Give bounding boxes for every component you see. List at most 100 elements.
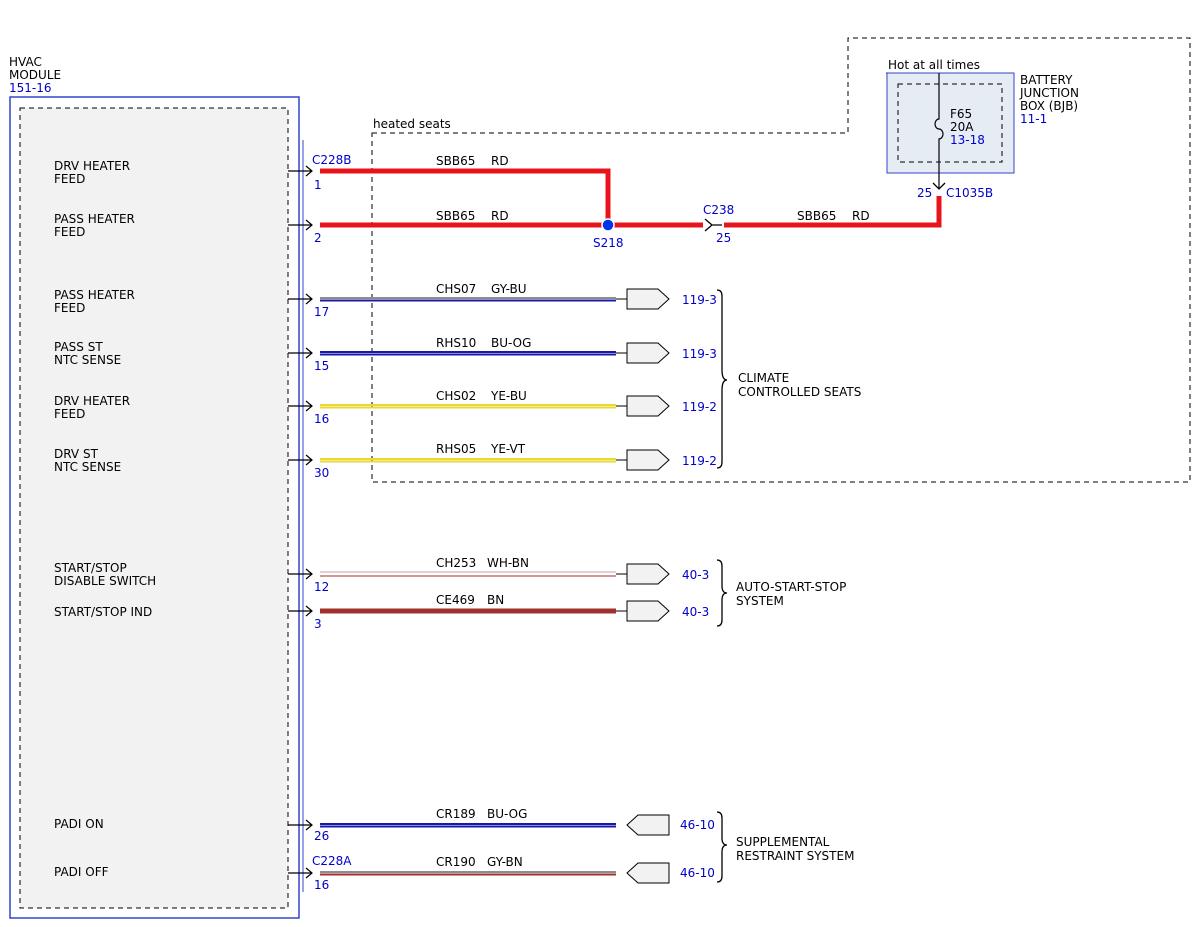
signal-wires bbox=[320, 297, 616, 876]
bjb-name-line2: JUNCTION bbox=[1019, 86, 1079, 100]
dest-ref: 119-2 bbox=[682, 454, 717, 468]
bjb-ref: 11-1 bbox=[1020, 112, 1047, 126]
pin-arrow bbox=[288, 867, 313, 879]
pin-label: DRV HEATER bbox=[54, 159, 130, 173]
pin-arrow bbox=[288, 293, 313, 305]
pin-number: 17 bbox=[314, 305, 329, 319]
bjb-out-connector: C1035B bbox=[946, 186, 993, 200]
wire-color: RD bbox=[852, 209, 870, 223]
wire-color: YE-BU bbox=[490, 389, 527, 403]
brace-auto-start-stop bbox=[716, 559, 728, 627]
connector-c228a: C228A bbox=[312, 854, 352, 868]
dest-ref: 119-3 bbox=[682, 347, 717, 361]
wire-circuit: SBB65 bbox=[436, 209, 475, 223]
hot-at-all-times: Hot at all times bbox=[888, 58, 980, 72]
system-label: CLIMATE bbox=[738, 371, 789, 385]
pin-arrow bbox=[288, 568, 313, 580]
wire-color: RD bbox=[491, 154, 509, 168]
pin-number: 15 bbox=[314, 359, 329, 373]
pin-label: NTC SENSE bbox=[54, 460, 121, 474]
bjb-inner bbox=[897, 83, 1003, 163]
pin-label: START/STOP bbox=[54, 561, 127, 575]
pin-label: FEED bbox=[54, 301, 85, 315]
pin-arrow bbox=[288, 819, 313, 831]
module-title-line2: MODULE bbox=[9, 68, 61, 82]
pin-number: 2 bbox=[314, 231, 322, 245]
brace-restraint bbox=[716, 811, 728, 883]
wire-color: WH-BN bbox=[487, 556, 529, 570]
dest-ref: 40-3 bbox=[682, 568, 709, 582]
wire-color: GY-BN bbox=[487, 855, 523, 869]
wire-color: BU-OG bbox=[487, 807, 527, 821]
flag-leads bbox=[616, 298, 627, 612]
offpage-connector bbox=[626, 600, 670, 622]
wire-rhs05 bbox=[320, 458, 616, 463]
pin-label: START/STOP IND bbox=[54, 605, 152, 619]
system-label: SUPPLEMENTAL bbox=[736, 835, 830, 849]
power-feed-wires bbox=[320, 168, 942, 228]
pin-number: 16 bbox=[314, 878, 329, 892]
connector-c238-pin: 25 bbox=[716, 231, 731, 245]
offpage-connector bbox=[626, 814, 670, 836]
offpage-connector bbox=[626, 862, 670, 884]
pin-arrows bbox=[288, 165, 313, 879]
pin-label: PADI OFF bbox=[54, 865, 109, 879]
wire-chs02 bbox=[320, 404, 616, 409]
wire-circuit: RHS05 bbox=[436, 442, 476, 456]
pin-label: DISABLE SWITCH bbox=[54, 574, 156, 588]
system-label: CONTROLLED SEATS bbox=[738, 385, 861, 399]
pin-arrow bbox=[288, 165, 313, 177]
offpage-connector bbox=[626, 563, 670, 585]
system-label: AUTO-START-STOP bbox=[736, 580, 846, 594]
offpage-connector bbox=[626, 395, 670, 417]
wire-rhs10 bbox=[320, 351, 616, 356]
pin-label: FEED bbox=[54, 225, 85, 239]
fuse-symbol bbox=[934, 73, 944, 188]
dest-ref: 46-10 bbox=[680, 866, 715, 880]
offpage-connector bbox=[626, 342, 670, 364]
wire-color: BN bbox=[487, 593, 504, 607]
destination-refs: 119-3 119-3 119-2 119-2 40-3 40-3 46-10 … bbox=[680, 293, 717, 880]
wire-color: RD bbox=[491, 209, 509, 223]
wire-cr190 bbox=[320, 871, 616, 876]
pin-label: DRV HEATER bbox=[54, 394, 130, 408]
wire-circuit: CHS02 bbox=[436, 389, 476, 403]
system-label: SYSTEM bbox=[736, 594, 784, 608]
wire-color: GY-BU bbox=[491, 282, 527, 296]
feed-wire-labels: SBB65 RD SBB65 RD SBB65 RD bbox=[436, 154, 870, 223]
pin-number: 30 bbox=[314, 466, 329, 480]
hvac-module-inner bbox=[19, 107, 289, 909]
splice-s218 bbox=[601, 218, 615, 232]
pin-arrow bbox=[288, 454, 313, 466]
wire-circuit: CH253 bbox=[436, 556, 476, 570]
pin-number: 3 bbox=[314, 617, 322, 631]
bjb-out-pin: 25 bbox=[917, 186, 932, 200]
pin-number: 12 bbox=[314, 580, 329, 594]
offpage-flags bbox=[626, 288, 670, 884]
pin-number: 16 bbox=[314, 412, 329, 426]
connector-c238: C238 bbox=[703, 203, 734, 217]
pin-label: PADI ON bbox=[54, 817, 104, 831]
wire-sbb65-pin1 bbox=[320, 168, 611, 225]
pin-arrow bbox=[288, 219, 313, 231]
wire-circuit: SBB65 bbox=[797, 209, 836, 223]
pin-label: PASS HEATER bbox=[54, 212, 135, 226]
wire-color: BU-OG bbox=[491, 336, 531, 350]
pin-label: PASS ST bbox=[54, 340, 103, 354]
offpage-connector bbox=[626, 449, 670, 471]
pin-label: FEED bbox=[54, 172, 85, 186]
signal-wire-labels: CHS07 GY-BU RHS10 BU-OG CHS02 YE-BU RHS0… bbox=[436, 282, 531, 869]
pin-labels: DRV HEATER FEED PASS HEATER FEED PASS HE… bbox=[54, 159, 156, 879]
wire-circuit: CR189 bbox=[436, 807, 476, 821]
module-title-line1: HVAC bbox=[9, 55, 42, 69]
pin-numbers: 1 2 17 15 16 30 12 3 26 16 bbox=[314, 178, 329, 892]
pin-label: DRV ST bbox=[54, 447, 99, 461]
fuse-name: F65 bbox=[950, 107, 972, 121]
wire-circuit: CR190 bbox=[436, 855, 476, 869]
system-labels: CLIMATE CONTROLLED SEATS AUTO-START-STOP… bbox=[736, 371, 861, 863]
dest-ref: 119-2 bbox=[682, 400, 717, 414]
brace-climate bbox=[716, 289, 728, 469]
wire-circuit: RHS10 bbox=[436, 336, 476, 350]
connector-c238-arrow bbox=[704, 218, 722, 232]
